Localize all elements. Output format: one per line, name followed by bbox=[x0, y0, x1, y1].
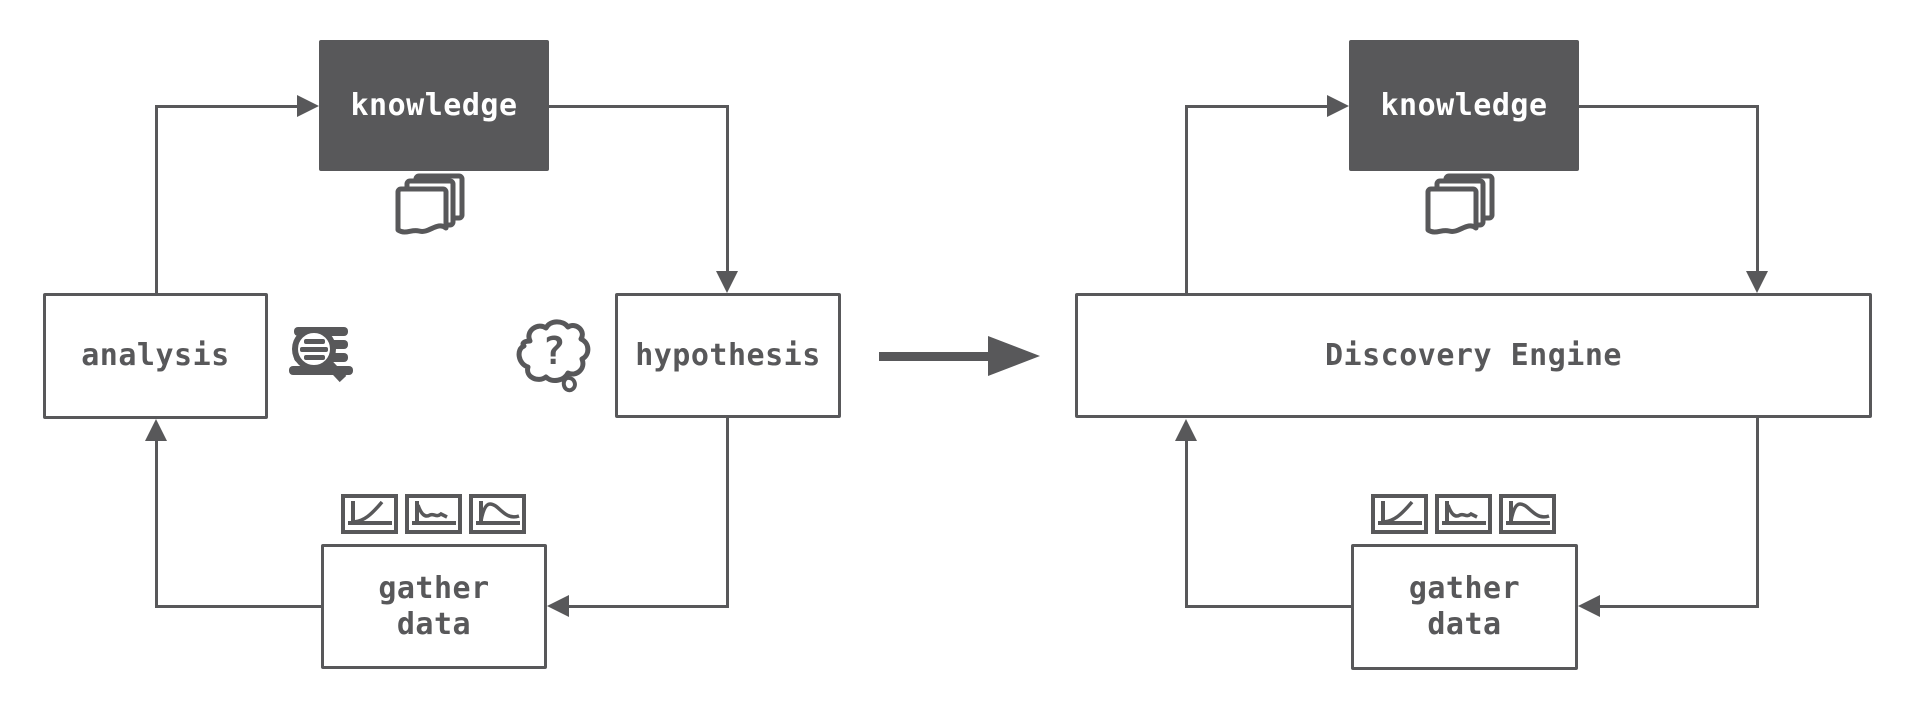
knowledge-label-left: knowledge bbox=[350, 87, 518, 123]
arrowhead-right-icon bbox=[297, 95, 319, 117]
thought-question-icon: ? bbox=[516, 319, 591, 393]
question-mark-glyph: ? bbox=[543, 329, 566, 373]
line-segment bbox=[1185, 440, 1188, 608]
arrowhead-right-icon bbox=[1327, 95, 1349, 117]
knowledge-node-right: knowledge bbox=[1349, 40, 1579, 171]
chart-peak-icon bbox=[469, 494, 526, 534]
gather-data-node-right: gather data bbox=[1351, 544, 1578, 670]
arrowhead-left-icon bbox=[547, 595, 569, 617]
gather-data-label-right: gather data bbox=[1408, 571, 1521, 642]
analysis-label: analysis bbox=[81, 338, 230, 373]
chart-icons-left bbox=[341, 494, 526, 534]
line-segment bbox=[155, 605, 323, 608]
arrow-shaft bbox=[879, 352, 991, 361]
chart-fluctuate-icon bbox=[1435, 494, 1492, 534]
gather-data-label-left: gather data bbox=[378, 570, 490, 642]
line-segment bbox=[155, 105, 299, 108]
chart-rise-icon bbox=[1371, 494, 1428, 534]
documents-icon bbox=[1425, 173, 1495, 235]
line-segment bbox=[1579, 105, 1759, 108]
arrowhead-down-icon bbox=[716, 271, 738, 293]
hypothesis-node: hypothesis bbox=[615, 293, 841, 418]
line-segment bbox=[1185, 105, 1329, 108]
line-segment bbox=[1756, 105, 1759, 273]
line-segment bbox=[549, 105, 729, 108]
arrowhead-down-icon bbox=[1746, 271, 1768, 293]
line-segment bbox=[1185, 105, 1188, 293]
gather-data-node-left: gather data bbox=[321, 544, 547, 669]
discovery-engine-label: Discovery Engine bbox=[1325, 337, 1622, 373]
chart-rise-icon bbox=[341, 494, 398, 534]
line-segment bbox=[569, 605, 729, 608]
arrowhead-up-icon bbox=[1175, 419, 1197, 441]
line-segment bbox=[1185, 605, 1353, 608]
chart-fluctuate-icon bbox=[405, 494, 462, 534]
arrowhead-right-icon bbox=[988, 336, 1040, 376]
chart-icons-right bbox=[1371, 494, 1556, 534]
line-segment bbox=[155, 440, 158, 608]
search-data-icon bbox=[289, 327, 353, 383]
documents-icon bbox=[395, 173, 465, 235]
arrowhead-up-icon bbox=[145, 419, 167, 441]
line-segment bbox=[1756, 418, 1759, 608]
knowledge-node-left: knowledge bbox=[319, 40, 549, 171]
line-segment bbox=[726, 105, 729, 273]
line-segment bbox=[1600, 605, 1759, 608]
line-segment bbox=[726, 418, 729, 608]
line-segment bbox=[155, 105, 158, 293]
chart-peak-icon bbox=[1499, 494, 1556, 534]
discovery-engine-node: Discovery Engine bbox=[1075, 293, 1872, 418]
analysis-node: analysis bbox=[43, 293, 268, 419]
arrowhead-left-icon bbox=[1578, 595, 1600, 617]
knowledge-label-right: knowledge bbox=[1380, 87, 1548, 123]
hypothesis-label: hypothesis bbox=[635, 337, 821, 373]
